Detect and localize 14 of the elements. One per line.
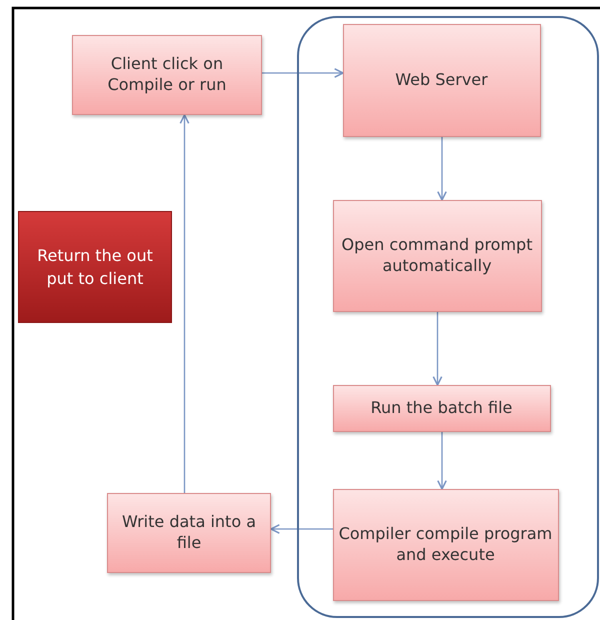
- arrow: [180, 114, 190, 493]
- process-box: Client click on Compile or run: [72, 35, 262, 115]
- process-box: Write data into a file: [107, 493, 271, 573]
- process-box: Compiler compile program and execute: [332, 488, 558, 600]
- note-box: Return the out put to client: [18, 211, 172, 323]
- process-box: Web Server: [342, 24, 540, 136]
- server-group-container: [297, 16, 599, 618]
- arrow: [437, 432, 447, 490]
- arrow: [270, 524, 333, 534]
- arrow: [432, 312, 442, 386]
- process-box: Run the batch file: [332, 384, 550, 432]
- arrow: [437, 137, 447, 201]
- process-box: Open command prompt automatically: [332, 200, 542, 312]
- arrow: [262, 68, 344, 78]
